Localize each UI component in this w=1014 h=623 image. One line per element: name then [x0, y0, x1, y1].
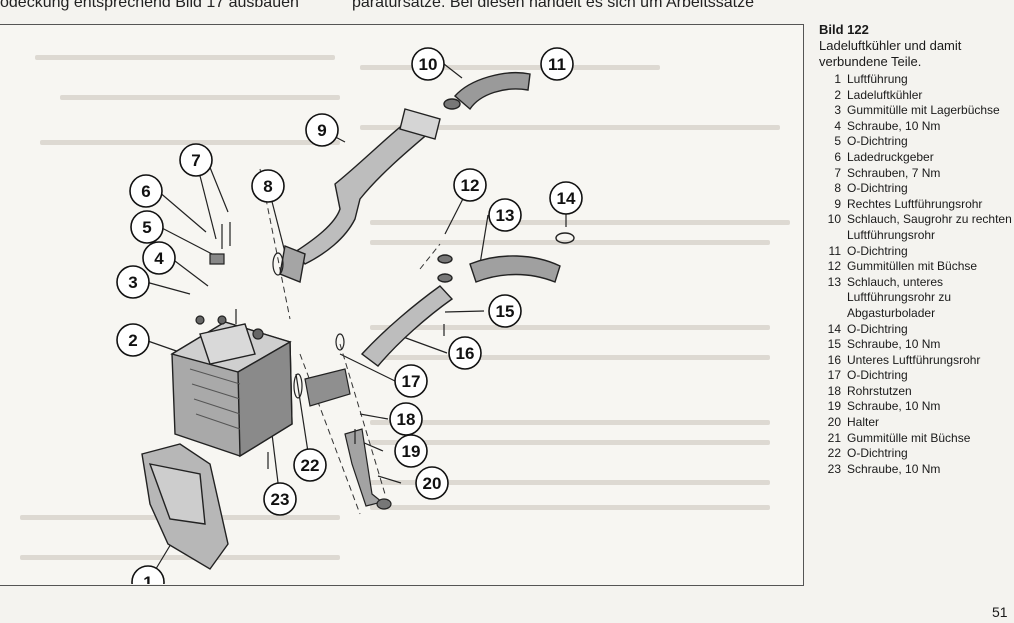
upper-hose-drawing — [443, 72, 531, 111]
callout-19: 19 — [394, 434, 428, 468]
callout-9: 9 — [305, 113, 339, 147]
callout-number: 5 — [142, 218, 151, 237]
page-number: 51 — [992, 604, 1008, 620]
figure-caption: Bild 122 Ladeluftkühler und damit verbun… — [819, 22, 1014, 477]
callout-7: 7 — [179, 143, 213, 177]
callout-number: 15 — [496, 302, 515, 321]
callout-2: 2 — [116, 323, 150, 357]
top-text-right: paratursätze. Bei diesen handelt es sich… — [352, 0, 754, 11]
callout-number: 23 — [271, 490, 290, 509]
callout-number: 11 — [548, 55, 566, 74]
callout-number: 4 — [154, 249, 164, 268]
callout-number: 17 — [402, 372, 421, 391]
small-parts-drawing — [195, 222, 445, 510]
callout-number: 10 — [419, 55, 438, 74]
callout-number: 6 — [141, 182, 150, 201]
callout-5: 5 — [130, 210, 164, 244]
callout-number: 9 — [317, 121, 326, 140]
callout-8: 8 — [251, 169, 285, 203]
callout-20: 20 — [415, 466, 449, 500]
callout-number: 1 — [143, 573, 152, 584]
callout-11: 11 — [540, 47, 574, 81]
air-duct-drawing — [141, 443, 229, 570]
figure-frame — [0, 24, 804, 586]
lower-pipe-drawing — [360, 232, 575, 367]
top-text-left: odeckung entsprechend Bild 17 ausbauen — [0, 0, 299, 11]
callout-3: 3 — [116, 265, 150, 299]
callout-number: 12 — [461, 176, 480, 195]
callout-12: 12 — [453, 168, 487, 202]
callout-number: 20 — [423, 474, 442, 493]
callout-1: 1 — [131, 565, 165, 584]
callout-number: 2 — [128, 331, 137, 350]
callout-6: 6 — [129, 174, 163, 208]
callout-13: 13 — [488, 198, 522, 232]
callout-number: 14 — [557, 189, 576, 208]
callout-15: 15 — [488, 294, 522, 328]
callout-22: 22 — [293, 448, 327, 482]
callout-16: 16 — [448, 336, 482, 370]
figure-description: Ladeluftkühler und damit verbundene Teil… — [819, 38, 962, 69]
callout-17: 17 — [394, 364, 428, 398]
callout-number: 18 — [397, 410, 416, 429]
callout-4: 4 — [142, 241, 176, 275]
right-pipe-drawing — [279, 108, 441, 283]
callout-14: 14 — [549, 181, 583, 215]
figure-title: Bild 122 — [819, 22, 869, 37]
callout-number: 19 — [402, 442, 421, 461]
callout-number: 16 — [456, 344, 475, 363]
callout-18: 18 — [389, 402, 423, 436]
callout-number: 7 — [191, 151, 200, 170]
callout-number: 8 — [263, 177, 272, 196]
callout-number: 3 — [128, 273, 137, 292]
callout-10: 10 — [411, 47, 445, 81]
callout-number: 22 — [301, 456, 320, 475]
intercooler-drawing — [170, 321, 293, 458]
callout-23: 23 — [263, 482, 297, 516]
callout-number: 13 — [496, 206, 515, 225]
